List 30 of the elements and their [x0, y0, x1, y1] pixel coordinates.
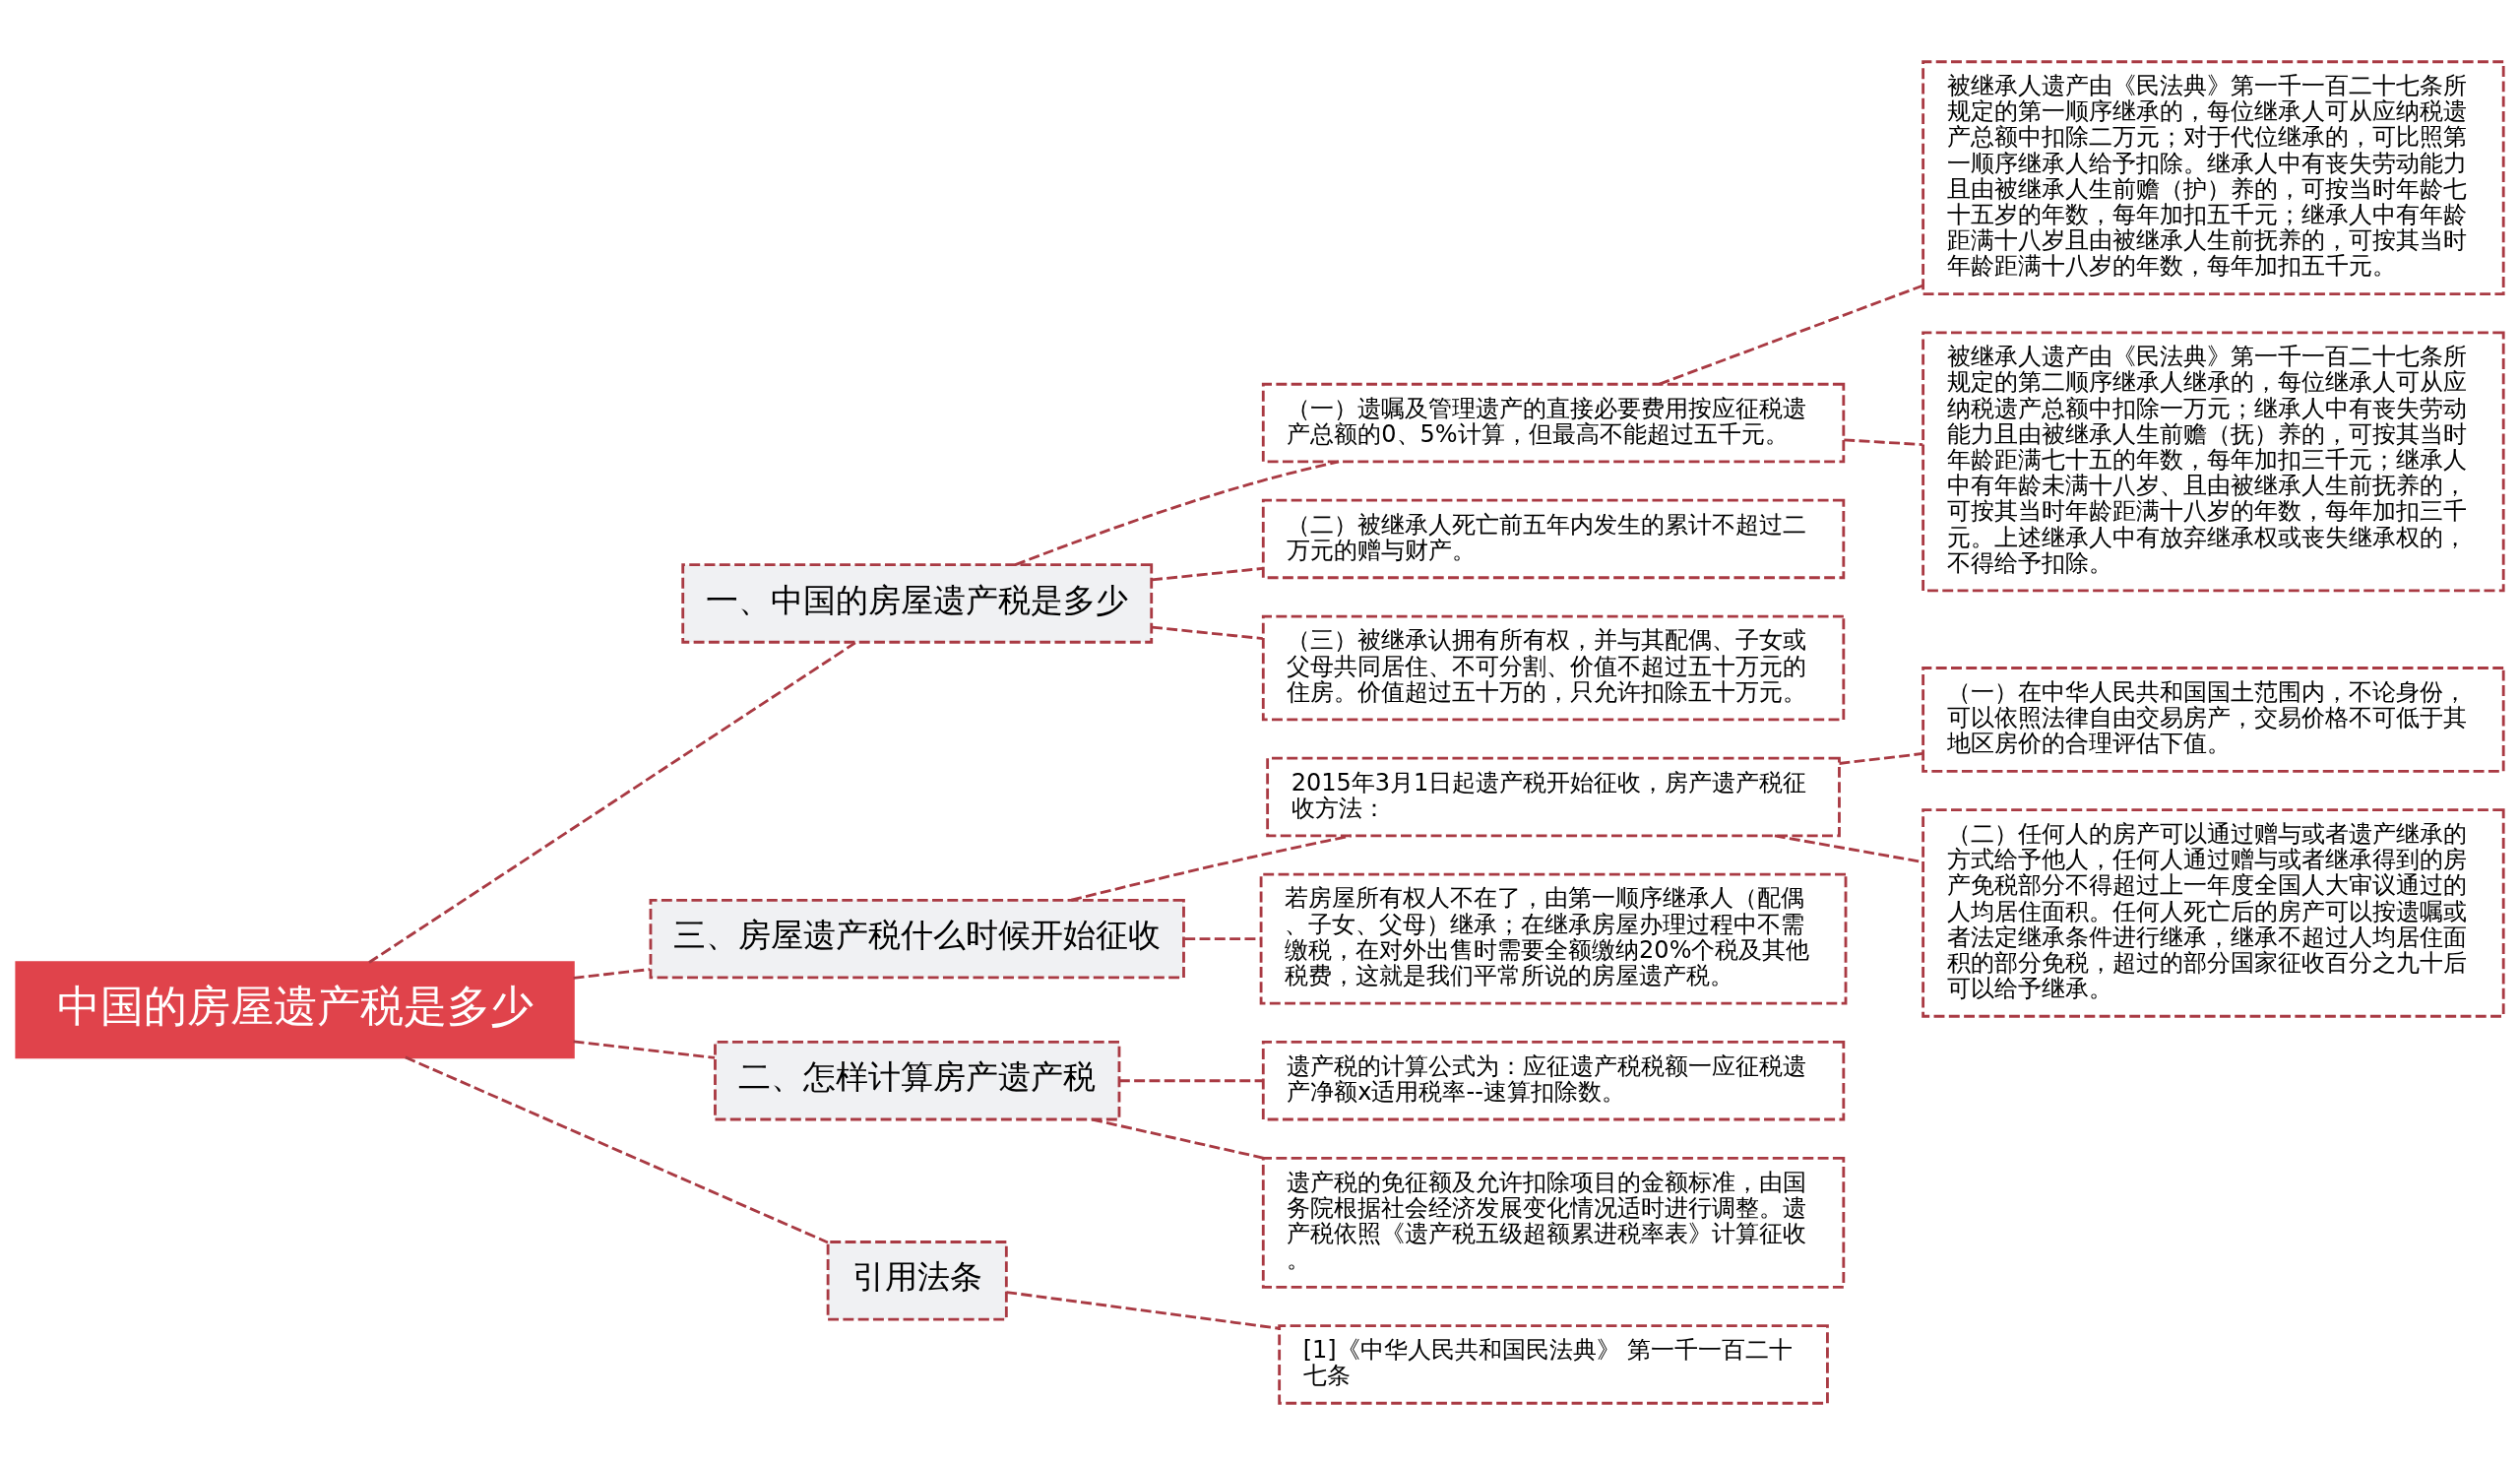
connector: [1839, 751, 1923, 765]
node-box: 遗产税的计算公式为：应征遗产税税额一应征税遗产净额x适用税率--速算扣除数。: [1261, 1040, 1846, 1120]
connector: [1152, 625, 1263, 640]
connector: [1092, 1117, 1265, 1160]
node-box: 被继承人遗产由《民法典》第一千一百二十七条所规定的第一顺序继承的，每位继承人可从应纳税遗产总额中扣除二万元；对于代位继承的，可比照第一顺序继承人给予扣除。继承人中有丧失劳动能力且由被继承人生前赡（护）养的，可按当时年龄七十五岁的年数，每年加扣五千元；继承人中有年龄距满十八岁且由被继承人生前抚养的，可按其当时年龄距满十八岁的年数，每年加扣五千元。: [1922, 59, 2505, 295]
connector: [1152, 566, 1263, 581]
connector: [1070, 834, 1352, 902]
connector: [405, 1055, 829, 1243]
node-box: 2015年3月1日起遗产税开始征收，房产遗产税征收方法：: [1266, 756, 1841, 837]
connector: [573, 1040, 716, 1059]
node-box: 二、怎样计算房产遗产税: [714, 1040, 1121, 1120]
node-box: （二）被继承人死亡前五年内发生的累计不超过二万元的赠与财产。: [1261, 498, 1846, 579]
connector: [1659, 284, 1924, 385]
connector: [573, 967, 651, 980]
node-box: 被继承人遗产由《民法典》第一千一百二十七条所规定的第二顺序继承人继承的，每位继承人可从应纳税遗产总额中扣除一万元；继承人中有丧失劳动能力且由被继承人生前赡（抚）养的，可按其当时年龄距满七十五的年数，每年加扣三千元；继承人中有年龄未满十八岁、且由被继承人生前抚养的，可按其当时年龄距满十八岁的年数，每年加扣三千元。上述继承人中有放弃继承权或丧失继承权的，不得给予扣除。: [1922, 330, 2505, 592]
node-box: （一）在中华人民共和国国土范围内，不论身份，可以依照法律自由交易房产，交易价格不可低于其地区房价的合理评估下值。: [1922, 666, 2505, 773]
connector: [1006, 1290, 1280, 1330]
connector: [1119, 1078, 1264, 1082]
node-box: 遗产税的免征额及允许扣除项目的金额标准，由国务院根据社会经济发展变化情况适时进行调整。遗产税依照《遗产税五级超额累进税率表》计算征收。: [1261, 1156, 1846, 1289]
node-box: [1]《中华人民共和国民法典》 第一千一百二十七条: [1278, 1323, 1829, 1405]
node-box: 一、中国的房屋遗产税是多少: [681, 562, 1154, 644]
node-box: 引用法条: [826, 1240, 1008, 1321]
node-box: （二）任何人的房产可以通过赠与或者遗产继承的方式给予他人，任何人通过赠与或者继承得到的房产免税部分不得超过上一年度全国人大审议通过的人均居住面积。任何人死亡后的房产可以按遗嘱或者法定继承条件进行继承，继承不超过人均居住面积的部分免税，超过的部分国家征收百分之九十后可以给予继承。: [1922, 807, 2505, 1018]
node-box: 若房屋所有权人不在了，由第一顺序继承人（配偶、子女、父母）继承；在继承房屋办理过程中不需缴税，在对外出售时需要全额缴纳20%个税及其他税费，这就是我们平常所说的房屋遗产税。: [1259, 872, 1848, 1005]
node-box: （一）遗嘱及管理遗产的直接必要费用按应征税遗产总额的0、5%计算，但最高不能超过五千元。: [1261, 382, 1846, 463]
connector: [368, 641, 856, 964]
node-box: 中国的房屋遗产税是多少: [15, 960, 575, 1058]
node-box: （三）被继承认拥有所有权，并与其配偶、子女或父母共同居住、不可分割、价值不超过五十万元的住房。价值超过五十万的，只允许扣除五十万元。: [1261, 614, 1846, 721]
node-box: 三、房屋遗产税什么时候开始征收: [649, 898, 1185, 979]
connector: [1844, 437, 1923, 446]
